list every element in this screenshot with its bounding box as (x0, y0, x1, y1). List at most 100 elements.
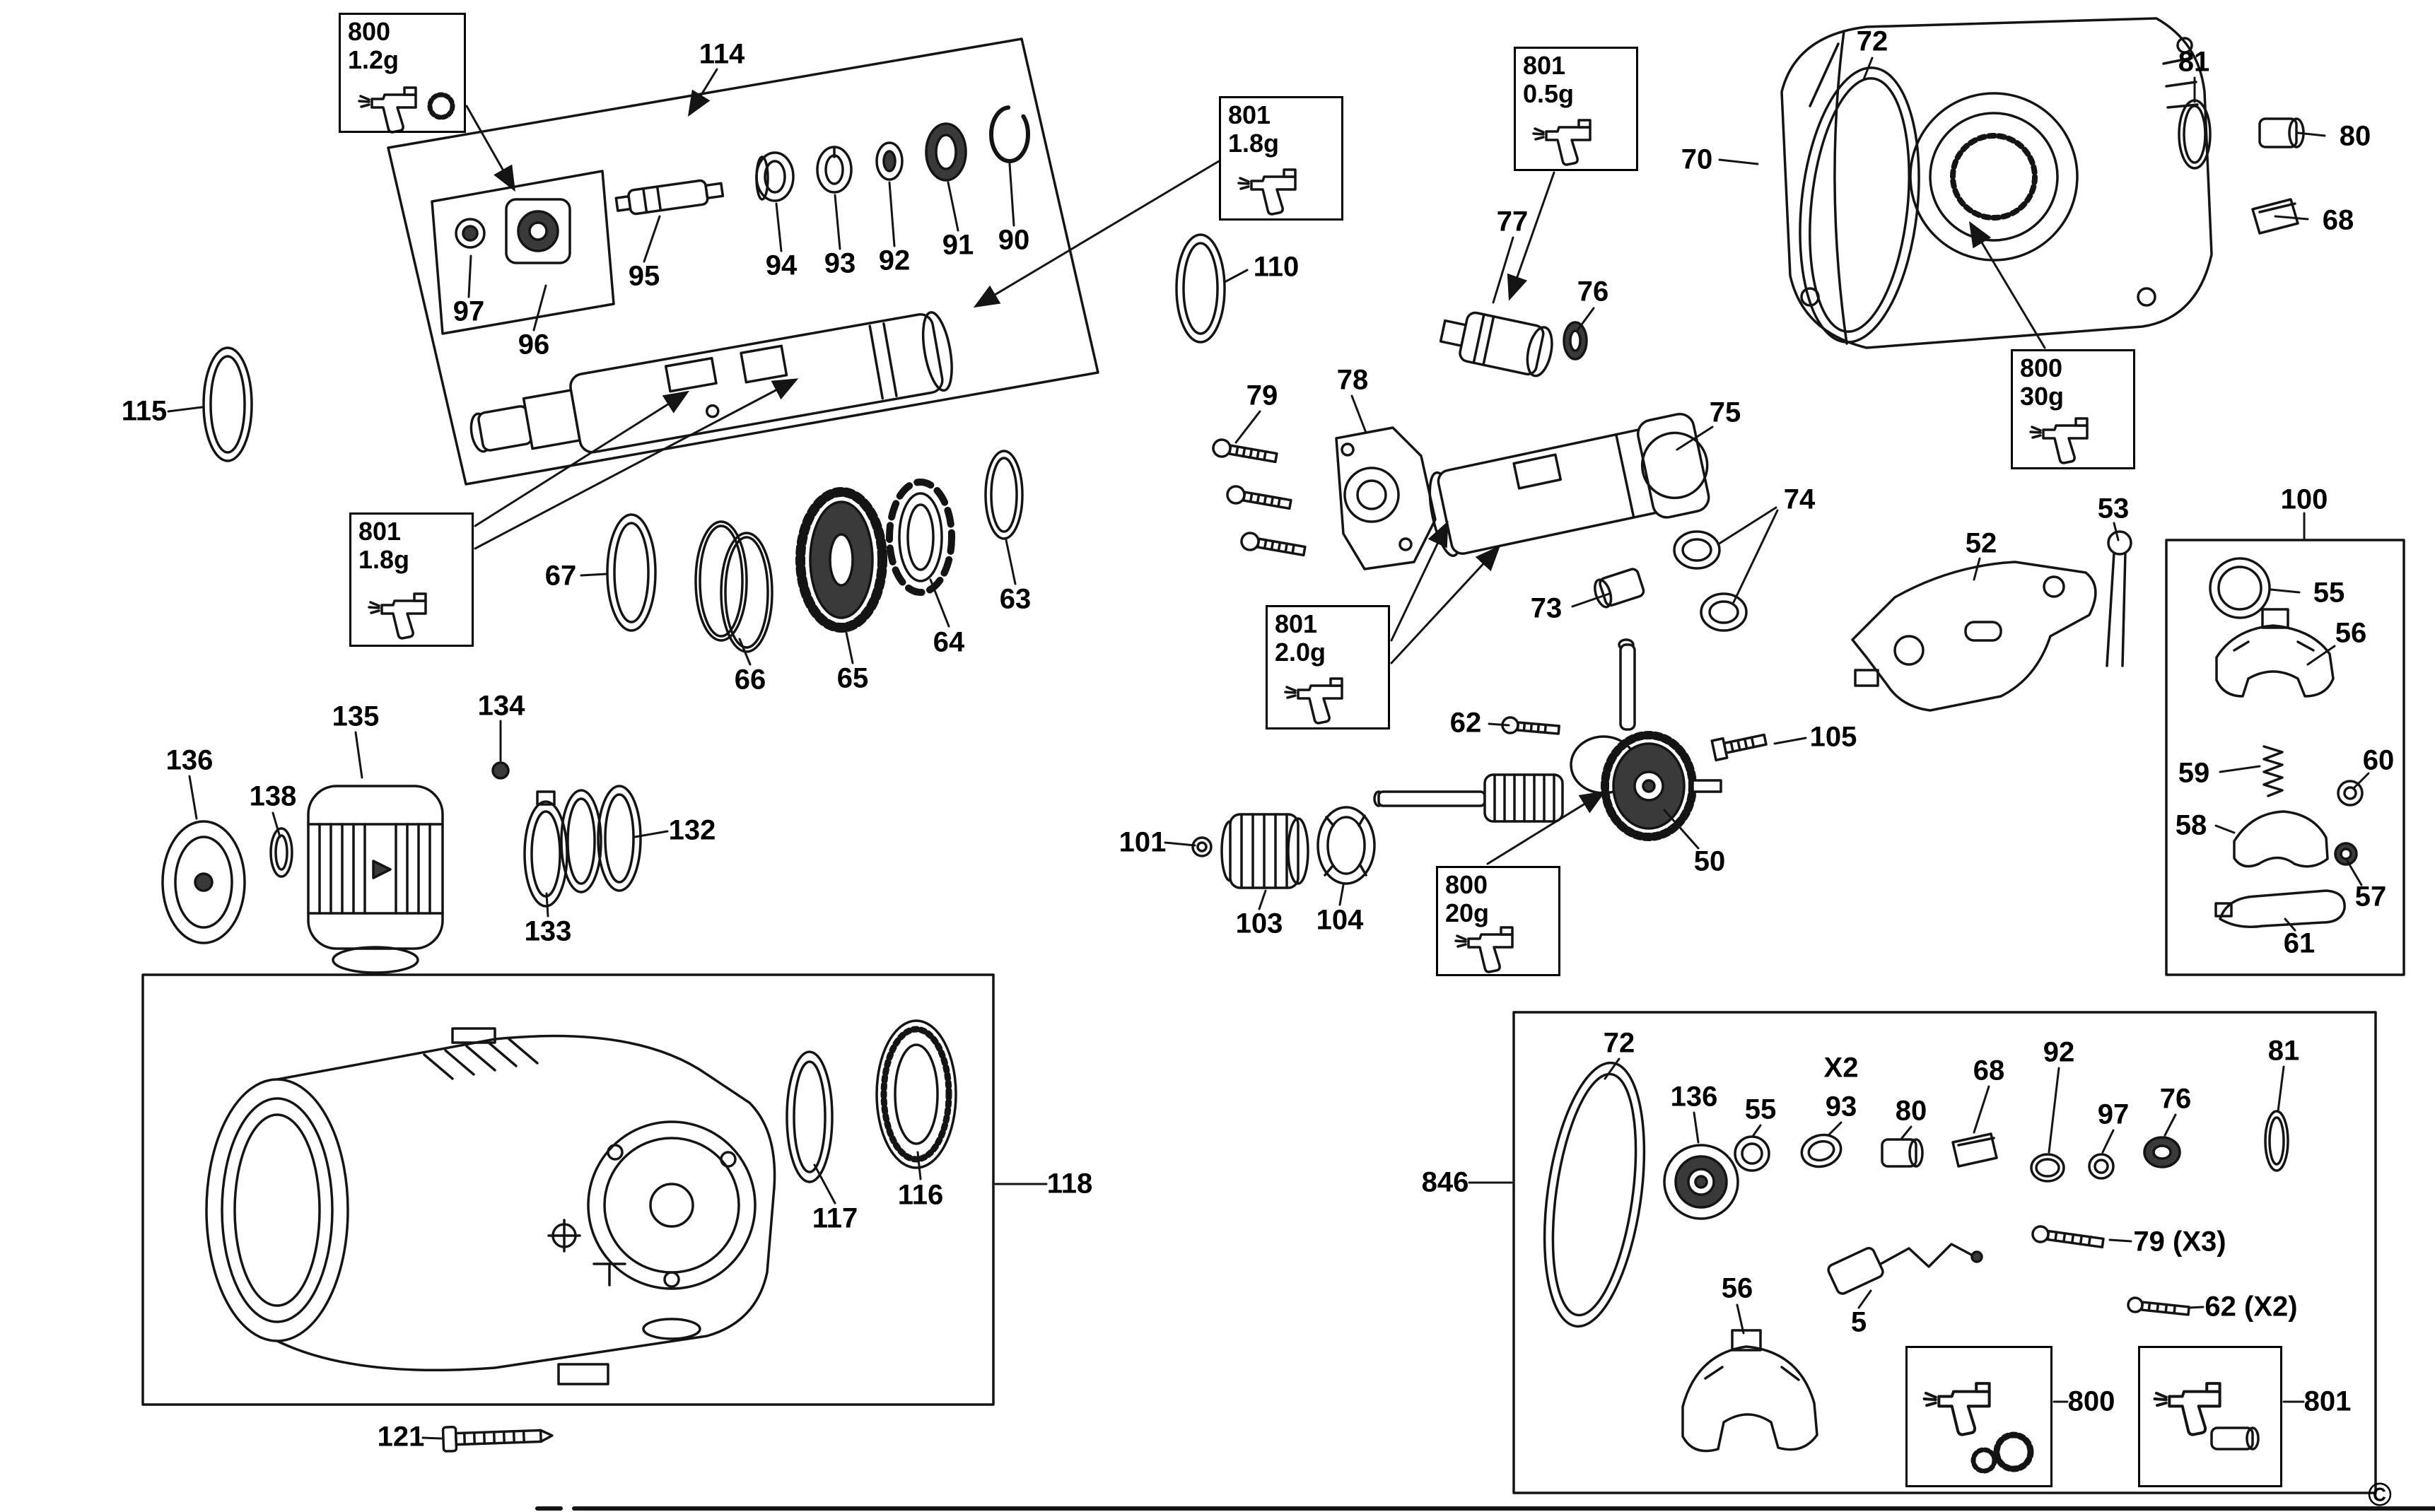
grease-gun-icons (358, 86, 2260, 1474)
part-label-94: 94 (765, 250, 798, 281)
part-label-76b: 76 (2159, 1083, 2192, 1115)
part-label-72: 72 (1856, 25, 1888, 57)
part-label-81: 81 (2178, 46, 2210, 78)
part-60-drawing (2337, 780, 2364, 807)
part-114-barrel-drawing (469, 311, 953, 454)
grease-box-quantity: 1.2g (348, 45, 399, 74)
part-63-drawing (984, 450, 1024, 540)
part-117-drawing (786, 1050, 834, 1183)
part-label-92: 92 (878, 245, 911, 276)
part-label-60: 60 (2362, 744, 2395, 776)
grease-box-kit-800 (1905, 1346, 2052, 1487)
grease-box-kit-801 (2138, 1346, 2282, 1487)
part-label-50: 50 (1693, 845, 1726, 877)
part-64-drawing (886, 479, 955, 596)
part-label-80: 80 (2339, 120, 2371, 152)
part-label-116: 116 (897, 1179, 944, 1211)
part-label-63: 63 (999, 583, 1032, 615)
grease-box-quantity: 2.0g (1275, 637, 1326, 667)
part-label-136: 136 (165, 744, 214, 776)
part-label-115: 115 (121, 395, 168, 427)
kit-box-100 (2165, 539, 2405, 976)
grease-box-800-20g: 800 20g (1436, 866, 1560, 976)
part-label-67: 67 (544, 560, 577, 592)
part-118-housing-drawing (205, 1027, 776, 1385)
part-75-cylinder-drawing (1428, 412, 1710, 557)
part-label-80b: 80 (1895, 1095, 1927, 1127)
part-93-drawing (816, 146, 853, 194)
part-label-104: 104 (1316, 904, 1364, 936)
part-66-drawing (694, 520, 773, 653)
grease-box-part-number: 801 (1523, 51, 1566, 80)
part-55b-drawing (1734, 1135, 1770, 1172)
part-label-93: 93 (824, 247, 856, 279)
grease-box-800-1-2g: 800 1.2g (339, 13, 466, 133)
part-label-62: 62 (1449, 707, 1482, 739)
part-92b-drawing (2030, 1153, 2065, 1183)
part-5-cord-drawing (1827, 1243, 1983, 1295)
part-label-74: 74 (1783, 484, 1816, 515)
part-label-58: 58 (2175, 809, 2207, 841)
part-label-79x3: 79 (X3) (2133, 1226, 2226, 1258)
part-label-52: 52 (1965, 527, 1997, 559)
grease-box-quantity: 0.5g (1523, 78, 1575, 108)
part-label-97: 97 (452, 295, 485, 327)
part-label-53: 53 (2097, 493, 2130, 524)
part-label-79: 79 (1246, 380, 1278, 411)
grease-box-quantity: 20g (1445, 898, 1490, 927)
part-label-78: 78 (1336, 364, 1369, 396)
part-label-135: 135 (332, 701, 380, 732)
part-95-drawing (614, 179, 725, 216)
part-label-114: 114 (699, 38, 745, 70)
part-58-drawing (2233, 810, 2329, 868)
part-label-62x2: 62 (X2) (2205, 1291, 2298, 1323)
part-label-55b: 55 (1744, 1094, 1777, 1125)
part-76b-drawing (2143, 1136, 2181, 1168)
part-label-117: 117 (812, 1202, 858, 1234)
part-79x3-screw-drawing (2031, 1225, 2105, 1249)
part-label-103: 103 (1235, 908, 1283, 939)
part-103-drawing (1220, 813, 1309, 889)
part-label-81b: 81 (2267, 1035, 2300, 1067)
part-label-133: 133 (524, 915, 572, 947)
part-label-70: 70 (1681, 143, 1713, 175)
grease-box-part-number: 800 (348, 17, 391, 46)
part-138-drawing (269, 827, 293, 878)
grease-box-801-2-0g: 801 2.0g (1266, 605, 1390, 729)
grease-box-800-30g: 800 30g (2011, 349, 2135, 469)
part-label-846: 846 (1421, 1166, 1469, 1198)
part-label-121: 121 (377, 1421, 425, 1453)
grease-box-part-number: 800 (2020, 353, 2063, 382)
part-97b-drawing (2088, 1153, 2115, 1180)
part-53-drawing (2106, 530, 2132, 667)
part-label-59: 59 (2178, 757, 2210, 789)
part-label-93b: 93 (1825, 1091, 1857, 1123)
part-label-68b: 68 (1973, 1055, 2005, 1086)
part-label-56b: 56 (1721, 1272, 1753, 1304)
part-label-110: 110 (1253, 251, 1300, 283)
part-label-73: 73 (1530, 592, 1563, 624)
part-92-drawing (875, 141, 904, 181)
part-74-rings-drawing (1673, 530, 1748, 632)
part-label-95: 95 (628, 260, 660, 292)
part-56b-drawing (1681, 1329, 1818, 1453)
part-label-97b: 97 (2097, 1098, 2130, 1130)
part-label-56: 56 (2335, 617, 2367, 649)
part-label-64: 64 (933, 626, 965, 658)
grease-box-part-number: 801 (1275, 609, 1318, 638)
part-label-77: 77 (1496, 206, 1529, 238)
grease-box-part-number: 801 (358, 517, 402, 546)
part-104-drawing (1316, 806, 1376, 885)
part-80b-drawing (1881, 1138, 1924, 1168)
part-79-screws-drawing (1212, 438, 1307, 557)
part-105-bolt-drawing (1710, 733, 1768, 762)
part-78-drawing (1335, 426, 1437, 570)
part-label-66: 66 (734, 664, 766, 696)
part-93b-drawing (1800, 1133, 1843, 1168)
part-label-5: 5 (1850, 1306, 1867, 1338)
part-73-drawing (1594, 568, 1645, 609)
part-62-screw-drawing (1501, 716, 1560, 735)
grease-box-801-0-5g: 801 0.5g (1514, 47, 1638, 171)
